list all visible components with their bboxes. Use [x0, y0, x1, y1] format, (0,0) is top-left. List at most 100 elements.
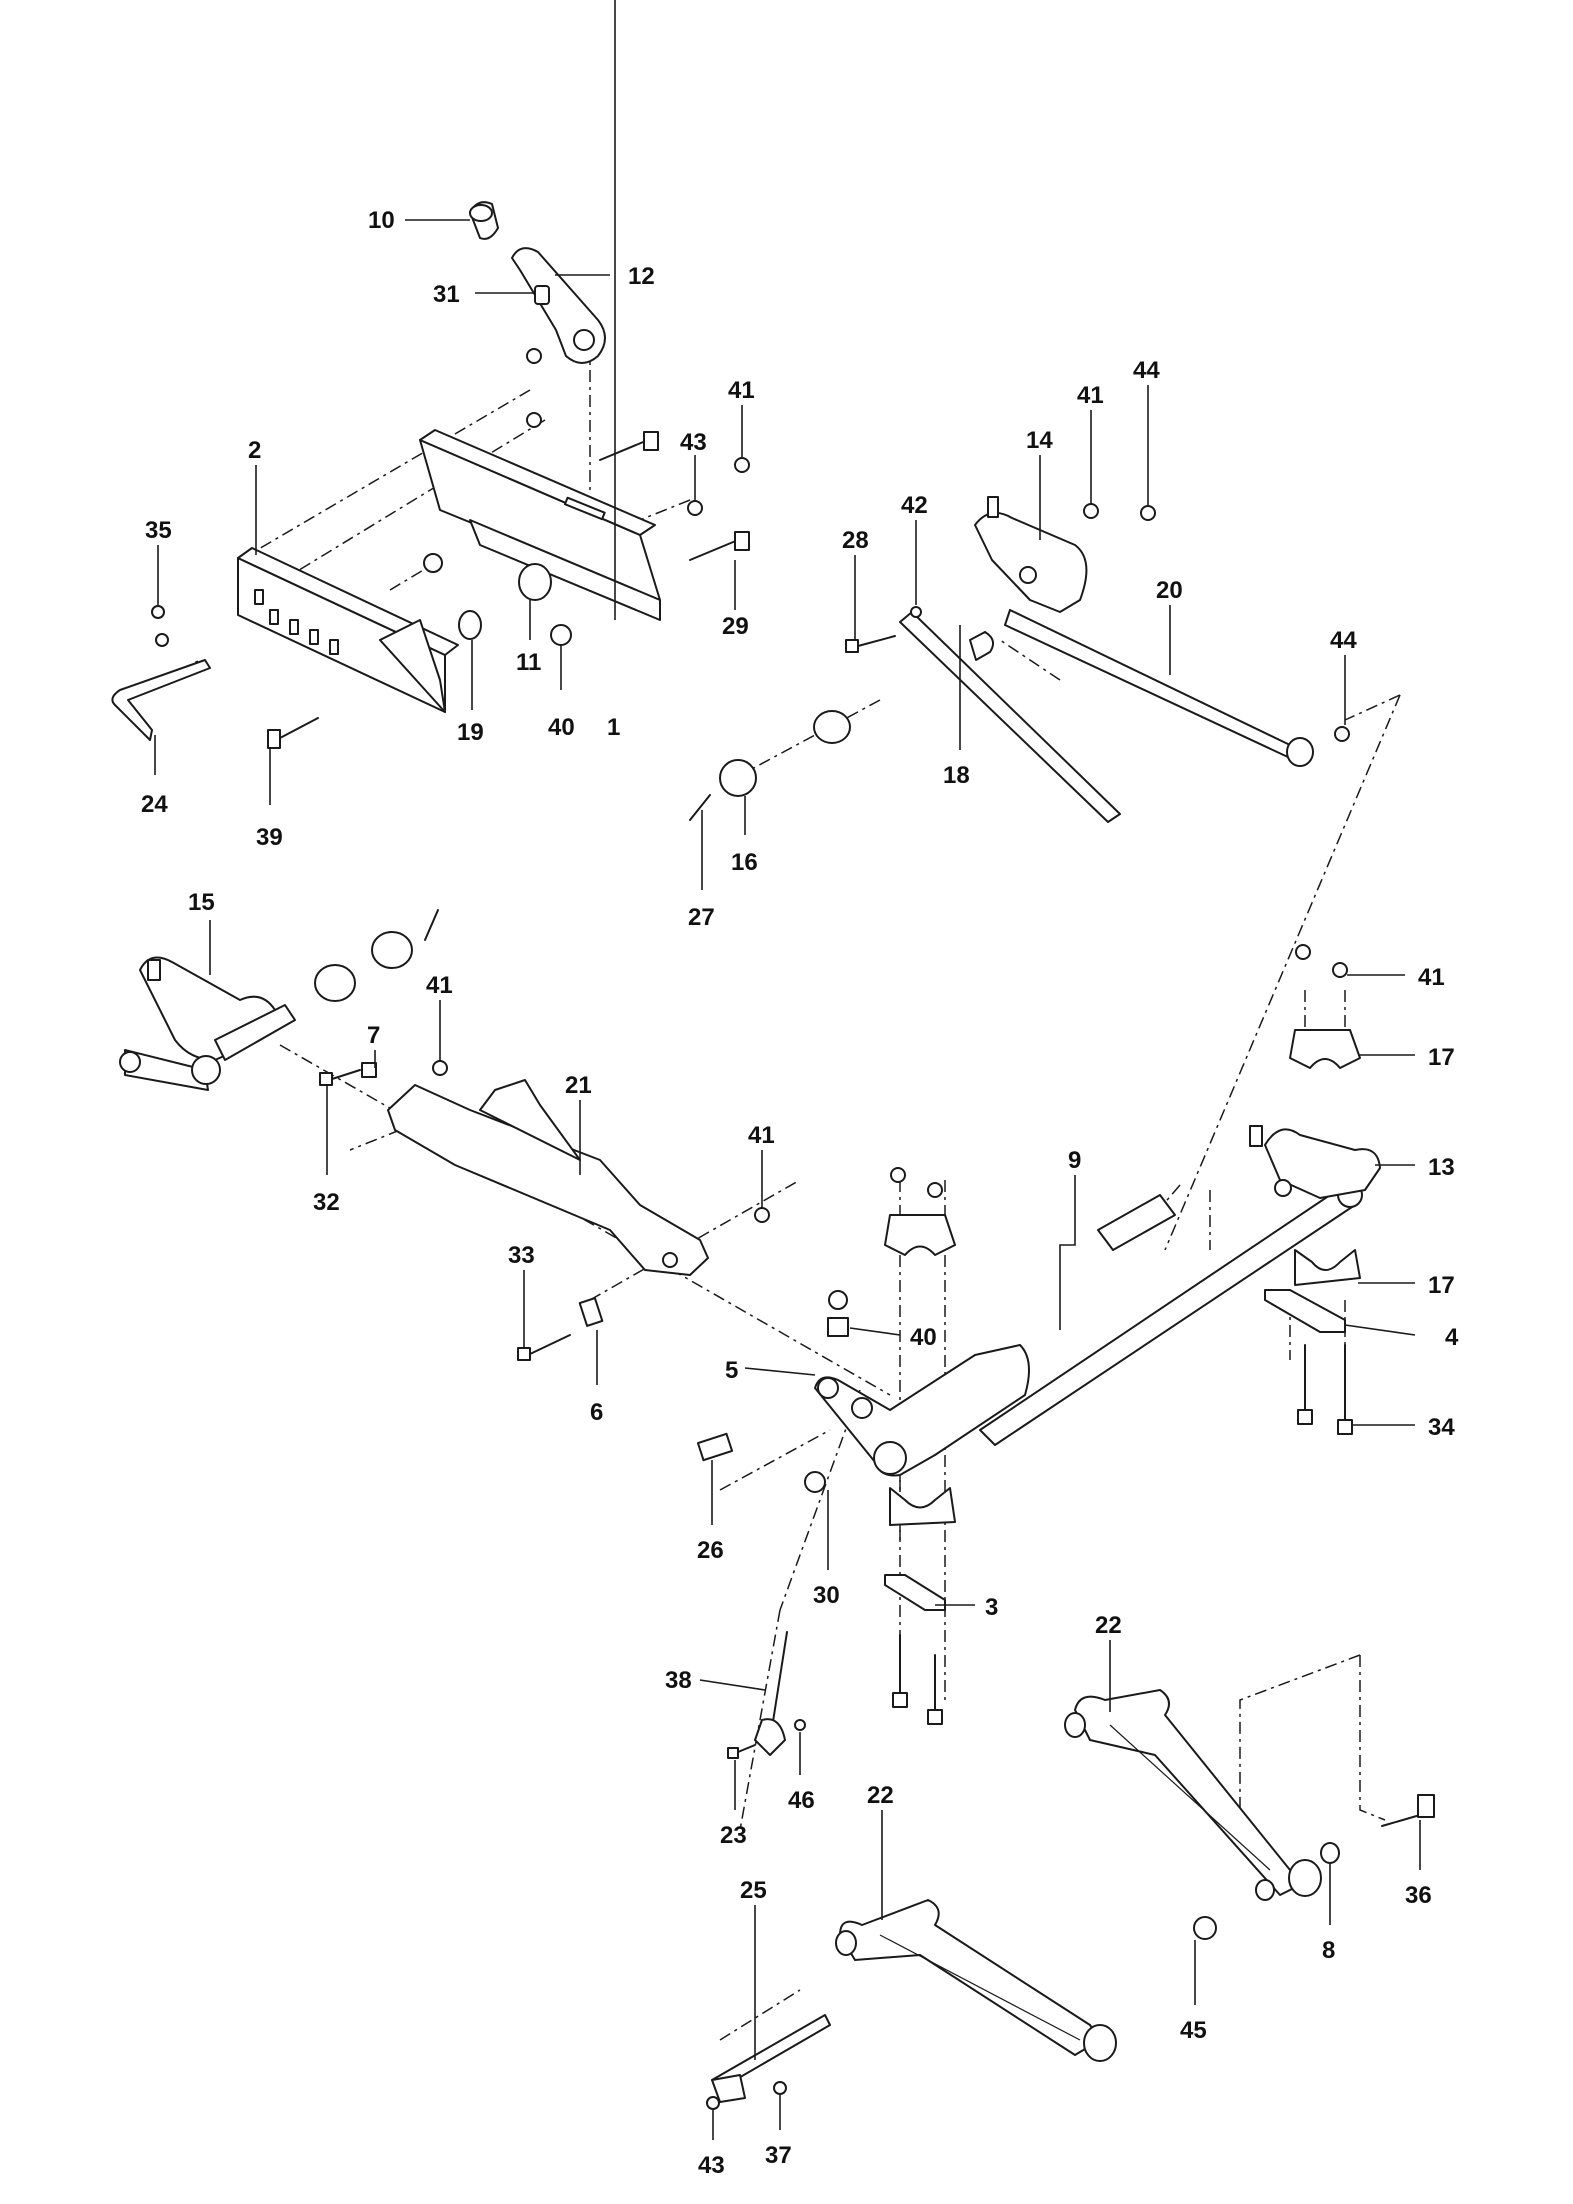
callout-17: 17 [1428, 1044, 1455, 1071]
nut-part-40b [827, 1290, 849, 1337]
callout-41: 41 [728, 377, 755, 404]
bushing-right-lower [1255, 1879, 1275, 1901]
bolt-part-32 [319, 1069, 361, 1086]
callout-17: 17 [1428, 1272, 1455, 1299]
rod-part-38 [754, 1631, 788, 1756]
nut-part-35-1 [151, 605, 165, 619]
pin-part-25 [711, 2014, 831, 2103]
callout-42: 42 [901, 492, 928, 519]
callout-41: 41 [748, 1122, 775, 1149]
bolt-part-30 [804, 1471, 826, 1493]
callout-40: 40 [548, 714, 575, 741]
callout-5: 5 [725, 1357, 738, 1384]
clamp-part-17a [1289, 1029, 1361, 1069]
knob-part-10 [469, 201, 499, 240]
callout-37: 37 [765, 2142, 792, 2169]
callout-36: 36 [1405, 1882, 1432, 1909]
nut-mid-1 [890, 1167, 906, 1183]
nut-part-41d [754, 1207, 770, 1223]
callout-40: 40 [910, 1324, 937, 1351]
bushing-part-16 [719, 759, 757, 797]
nut-part-43b [706, 2096, 720, 2110]
callout-41: 41 [1418, 964, 1445, 991]
clamp-part-17b [1294, 1249, 1361, 1286]
callout-22: 22 [867, 1782, 894, 1809]
bracket-part-2 [237, 547, 459, 713]
nut-top-1 [526, 348, 542, 364]
callout-38: 38 [665, 1667, 692, 1694]
callout-44: 44 [1330, 627, 1357, 654]
callout-19: 19 [457, 719, 484, 746]
callout-12: 12 [628, 263, 655, 290]
callout-31: 31 [433, 281, 460, 308]
spring-part-18 [899, 611, 1121, 823]
arm-part-22b [835, 1899, 1117, 2062]
callout-4: 4 [1445, 1324, 1459, 1351]
bushing-part-11 [518, 563, 552, 601]
callout-13: 13 [1428, 1154, 1455, 1181]
sleeve-part-26 [696, 1432, 734, 1462]
nut-part-42 [910, 606, 922, 618]
callout-9: 9 [1068, 1147, 1081, 1174]
pin-part-23 [727, 1744, 756, 1759]
bolt-part-29 [689, 531, 750, 561]
callout-22: 22 [1095, 1612, 1122, 1639]
callout-1: 1 [607, 714, 620, 741]
grip-part-9 [1097, 1194, 1176, 1251]
nut-mid [423, 553, 443, 573]
callout-46: 46 [788, 1787, 815, 1814]
callout-45: 45 [1180, 2017, 1207, 2044]
bracket-part-5 [814, 1344, 1030, 1477]
washer-part-44a [1140, 505, 1156, 521]
arm-part-22a [1064, 1689, 1322, 1897]
callout-6: 6 [590, 1399, 603, 1426]
link-part-21 [387, 1079, 709, 1276]
nut-mid-2 [927, 1182, 943, 1198]
callout-34: 34 [1428, 1414, 1455, 1441]
pin-left [424, 909, 439, 941]
plate-part-1 [419, 429, 661, 621]
pin-part-27 [689, 794, 711, 821]
callout-44: 44 [1133, 357, 1160, 384]
callout-10: 10 [368, 207, 395, 234]
lever-part-12 [511, 247, 606, 364]
callout-33: 33 [508, 1242, 535, 1269]
bolt-part-37 [773, 2081, 787, 2095]
pin-part-7 [361, 1062, 377, 1078]
callout-2: 2 [248, 437, 261, 464]
nut-part-43a [687, 500, 703, 516]
bolt-part-28 [845, 635, 896, 653]
pin-part-31 [534, 285, 550, 305]
callout-18: 18 [943, 762, 970, 789]
nut-part-41e [1332, 962, 1348, 978]
nut-part-40a [550, 624, 572, 646]
arm-part-15 [119, 956, 296, 1091]
nut-part-41b [1083, 503, 1099, 519]
callout-39: 39 [256, 824, 283, 851]
callout-11: 11 [516, 649, 541, 676]
callout-8: 8 [1322, 1937, 1335, 1964]
bolt-top [599, 431, 659, 461]
bolt-part-39 [267, 717, 319, 749]
callout-20: 20 [1156, 577, 1183, 604]
bolt-part-36 [1381, 1794, 1435, 1827]
clip-part-46 [794, 1719, 806, 1731]
callout-29: 29 [722, 613, 749, 640]
nut-part-41a [734, 457, 750, 473]
tube [969, 631, 995, 661]
shaft-part-20 [1004, 609, 1314, 767]
callout-28: 28 [842, 527, 869, 554]
bolt-part-34 [1297, 1344, 1353, 1435]
sleeve-part-6 [578, 1297, 604, 1327]
callout-43: 43 [680, 429, 707, 456]
bolts-mid [892, 1634, 943, 1725]
callout-23: 23 [720, 1822, 747, 1849]
callout-32: 32 [313, 1189, 340, 1216]
callout-43: 43 [698, 2152, 725, 2179]
nut-part-45 [1193, 1916, 1217, 1940]
washer-part-44b [1334, 726, 1350, 742]
plate-part-4 [1264, 1289, 1346, 1333]
nut-top-2 [526, 412, 542, 428]
arm-part-14 [974, 496, 1088, 613]
